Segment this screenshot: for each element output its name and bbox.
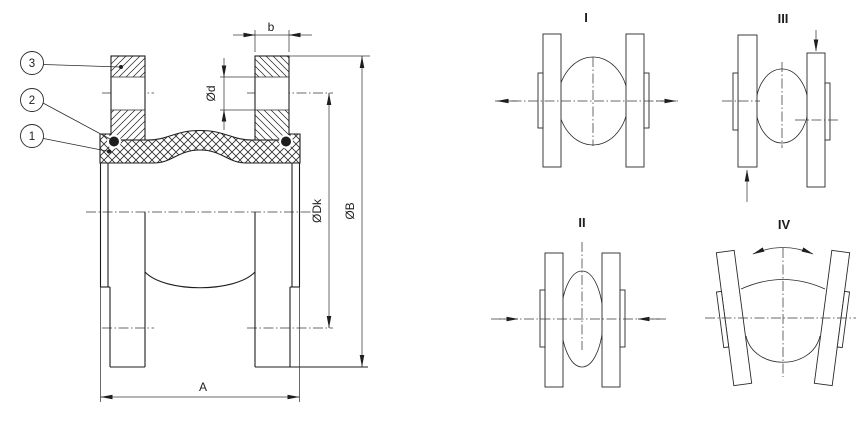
flange-left (542, 33, 562, 168)
flange-right (601, 252, 621, 388)
callouts: 3 2 1 (20, 51, 123, 154)
leader-dot-1 (107, 149, 111, 154)
rubber-bellows-section (99, 129, 301, 164)
dim-label-dk: ØDk (310, 198, 324, 223)
movement-diagram-lateral: III (722, 11, 839, 202)
callout-balloon-1 (20, 124, 44, 148)
movement-diagram-angular: IV (705, 217, 856, 387)
backing-flange-upper-left (110, 55, 146, 141)
flange-tab-left (715, 290, 730, 349)
flange-tab-right (824, 82, 831, 141)
flange-tab-right (836, 290, 851, 349)
callout-balloon-2 (20, 88, 44, 112)
diagram-label-1: I (584, 10, 588, 25)
leader-dot-3 (119, 65, 123, 69)
flange-tab-right (619, 289, 626, 348)
dimension-a: A (100, 287, 300, 402)
flange-tab-left (732, 72, 739, 131)
callout-number-1: 1 (29, 131, 35, 143)
movement-diagram-axial-compression: II (491, 215, 668, 388)
callout-number-2: 2 (29, 95, 35, 107)
diagram-label-2: II (578, 215, 585, 230)
bead-wire-left (109, 136, 119, 147)
bellows-upper-arc (740, 279, 826, 290)
flange-tab-left (539, 289, 546, 348)
dimension-d: Ød (204, 58, 256, 130)
backing-flange-upper-right (254, 55, 290, 141)
dimension-dk: ØDk (310, 93, 332, 328)
callout-balloon-3 (20, 51, 44, 75)
angular-rotation-arrow (752, 247, 814, 255)
bellows-lower-arc (745, 335, 821, 363)
dimension-b-outer: ØB (289, 55, 370, 367)
section-view: b Ød ØDk ØB (20, 20, 370, 402)
bead-wires (107, 134, 293, 149)
lower-half-view (99, 163, 368, 368)
flange-left (544, 252, 564, 388)
dim-label-a: A (199, 380, 207, 394)
bead-wire-right (281, 136, 291, 147)
callout-number-3: 3 (29, 58, 35, 70)
dimension-b: b (233, 20, 312, 52)
diagram-label-4: IV (778, 217, 791, 232)
bellows-lower-profile (144, 271, 256, 289)
flange-tab-left (537, 72, 544, 129)
movement-diagram-axial-extension: I (495, 10, 678, 168)
flange-tab-right (643, 72, 650, 129)
dim-label-d: Ød (204, 85, 218, 101)
diagram-label-3: III (778, 11, 789, 26)
dim-label-b-outer: ØB (343, 202, 357, 219)
dim-label-b: b (268, 20, 275, 34)
flange-right (625, 33, 645, 168)
